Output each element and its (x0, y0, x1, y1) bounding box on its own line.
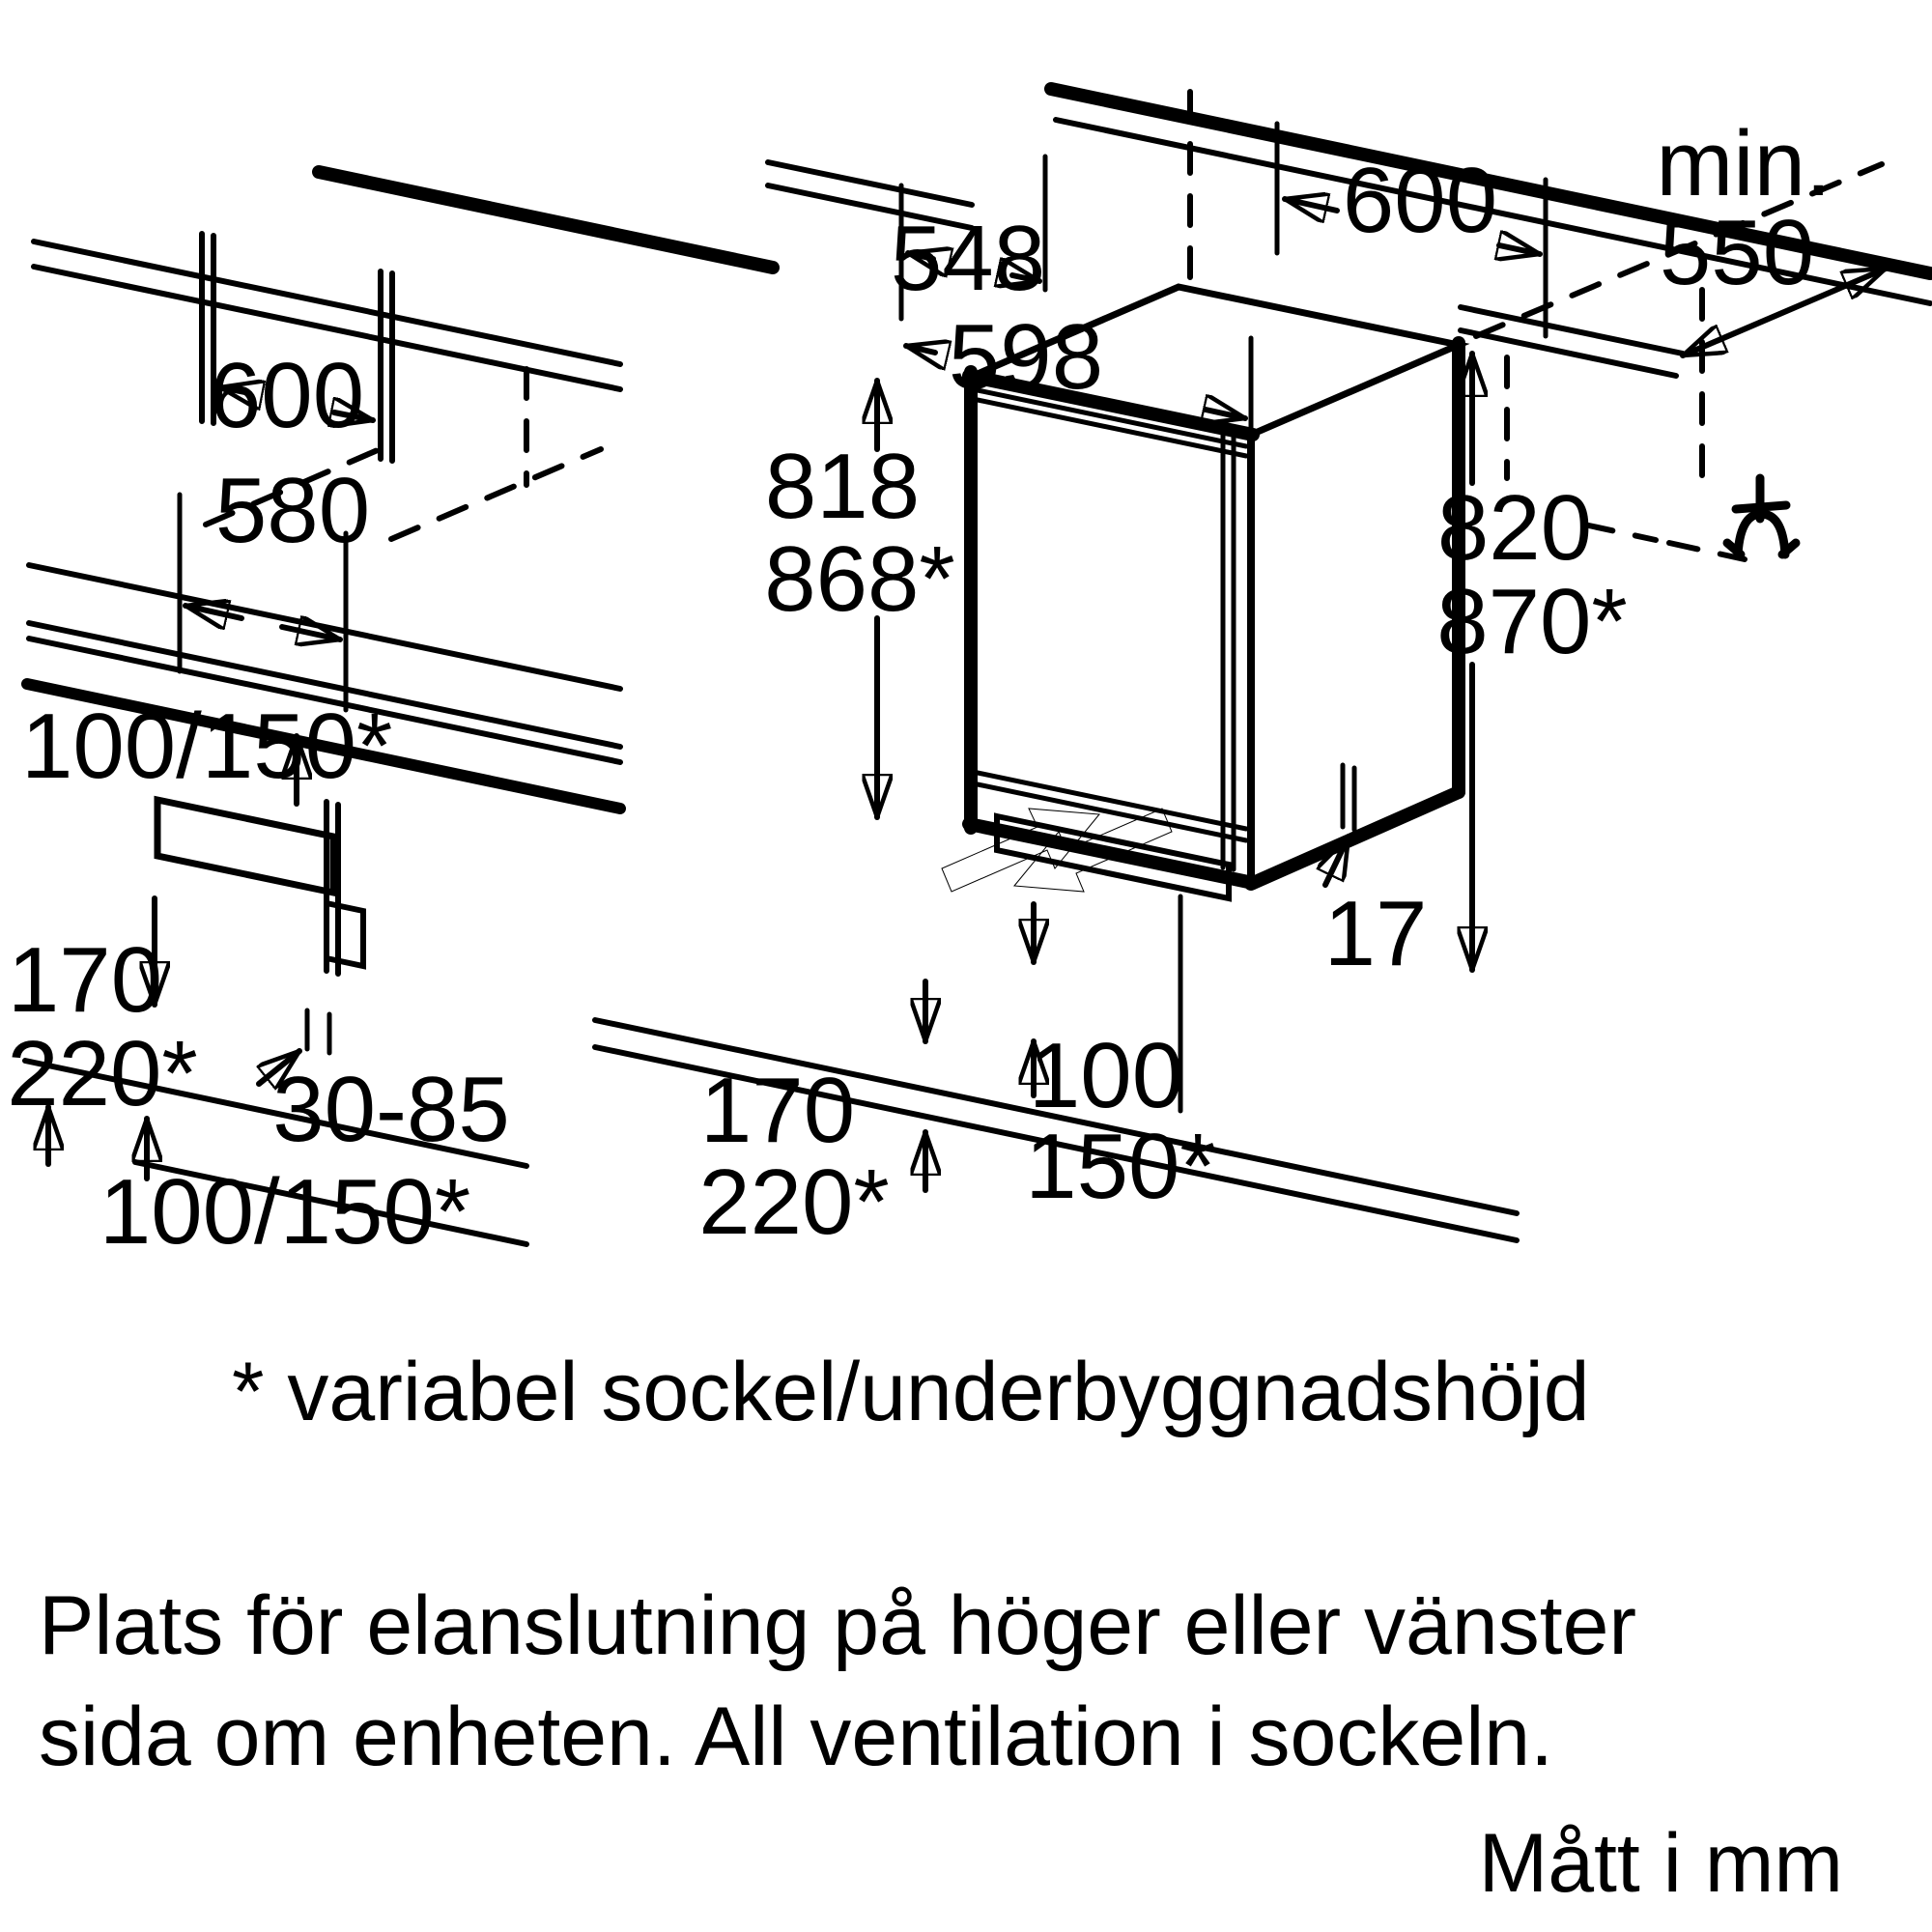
left-hidden-depth-lines (203, 366, 604, 542)
right-dim-548: 548 (891, 207, 1045, 310)
left-plinth-board (154, 795, 337, 897)
right-dim-150: 150* (1025, 1115, 1216, 1218)
left-niche-wall-right (378, 269, 395, 464)
left-dim-600-line (217, 387, 245, 392)
left-dim-plinth-depth: 100/150* (21, 695, 392, 798)
right-hidden-lines (1187, 89, 1885, 562)
left-dim-580-ticks (177, 492, 349, 713)
appliance-door-bottom-gap (975, 770, 1249, 843)
insertion-arrow-out-icon (1013, 808, 1173, 893)
left-shelf-line (26, 562, 623, 692)
right-dim-548-ticks (898, 154, 1048, 322)
right-dim-min-value: 550 (1660, 201, 1814, 304)
left-base-thick-line (21, 678, 626, 814)
left-dim-580-line (185, 606, 244, 618)
right-dim-17-ticks (1340, 762, 1357, 833)
left-worktop-back-edge (312, 165, 780, 274)
right-dim-220: 220* (698, 1151, 890, 1254)
left-niche-diagram: 600 580 100/150* 170 220* 30-85 100/1 (7, 165, 780, 1264)
right-dim-17: 17 (1324, 882, 1428, 985)
insertion-arrow-in-icon (941, 808, 1100, 893)
left-dim-sockel: 100/150* (99, 1160, 470, 1264)
right-dim-870: 870* (1436, 570, 1628, 673)
left-dim-600: 600 (210, 344, 364, 447)
left-floor-line (22, 1058, 529, 1169)
left-shelf-double (26, 620, 623, 765)
appliance-bottom-side-edge (1244, 785, 1465, 891)
left-dim-3085: 30-85 (272, 1058, 510, 1161)
appliance-bottom-front-edge (962, 817, 1260, 890)
left-dim-580-line-2 (279, 627, 340, 639)
units-note: Mått i mm (1479, 1817, 1843, 1910)
right-worktop-front-edge (765, 159, 1686, 379)
appliance-top-front-edge (962, 369, 1260, 441)
right-dim-600-line (1285, 199, 1340, 211)
left-dim-220: 220* (7, 1022, 198, 1125)
appliance-door-side-gap (1220, 426, 1236, 872)
left-dim-580: 580 (215, 459, 370, 562)
left-dim-600-line-2 (334, 412, 373, 420)
right-dim-17-arrow (1325, 837, 1351, 888)
water-tap-icon (1722, 473, 1801, 559)
left-worktop-front-edge-2 (31, 264, 623, 392)
note-electrical-line1: Plats för elanslutning på höger eller vä… (39, 1579, 1636, 1672)
right-dim-548-line-2 (1012, 275, 1039, 281)
left-dim-170: 170 (8, 928, 162, 1032)
right-dim-100: 100 (1029, 1024, 1183, 1127)
left-plinth-foot (324, 899, 366, 970)
right-floor-line (592, 1017, 1520, 1243)
right-dim-598-line (906, 346, 935, 353)
right-dim-548-line (908, 253, 933, 259)
left-floor-line-2 (132, 1159, 529, 1247)
appliance-door-top-gap (975, 387, 1249, 459)
note-electrical-line2: sida om enheten. All ventilation i socke… (39, 1690, 1553, 1783)
appliance-sockel-recess (994, 812, 1232, 902)
right-dim-868: 868* (764, 527, 955, 631)
left-dim-3085-arrow (256, 1051, 299, 1084)
right-dim-min-label: min. (1656, 112, 1831, 215)
right-dim-600: 600 (1343, 149, 1497, 252)
right-dim-600-line-2 (1499, 245, 1540, 254)
right-dim-598-line-2 (1206, 410, 1245, 418)
left-worktop-front-edge (31, 239, 623, 367)
right-dim-600-ticks (1274, 121, 1548, 339)
right-dim-818: 818 (765, 435, 920, 538)
left-dim-3085-ticks (304, 1008, 332, 1056)
footnote-variable-plinth: * variabel sockel/underbyggnadshöjd (232, 1346, 1590, 1438)
right-dim-820: 820 (1437, 476, 1592, 580)
right-dim-170: 170 (700, 1059, 855, 1162)
right-dim-min550-line (1683, 266, 1886, 358)
left-niche-wall-left (199, 231, 216, 426)
right-worktop-back-edge (1044, 82, 1932, 280)
right-appliance-diagram: min. 550 600 548 598 (592, 82, 1932, 1254)
